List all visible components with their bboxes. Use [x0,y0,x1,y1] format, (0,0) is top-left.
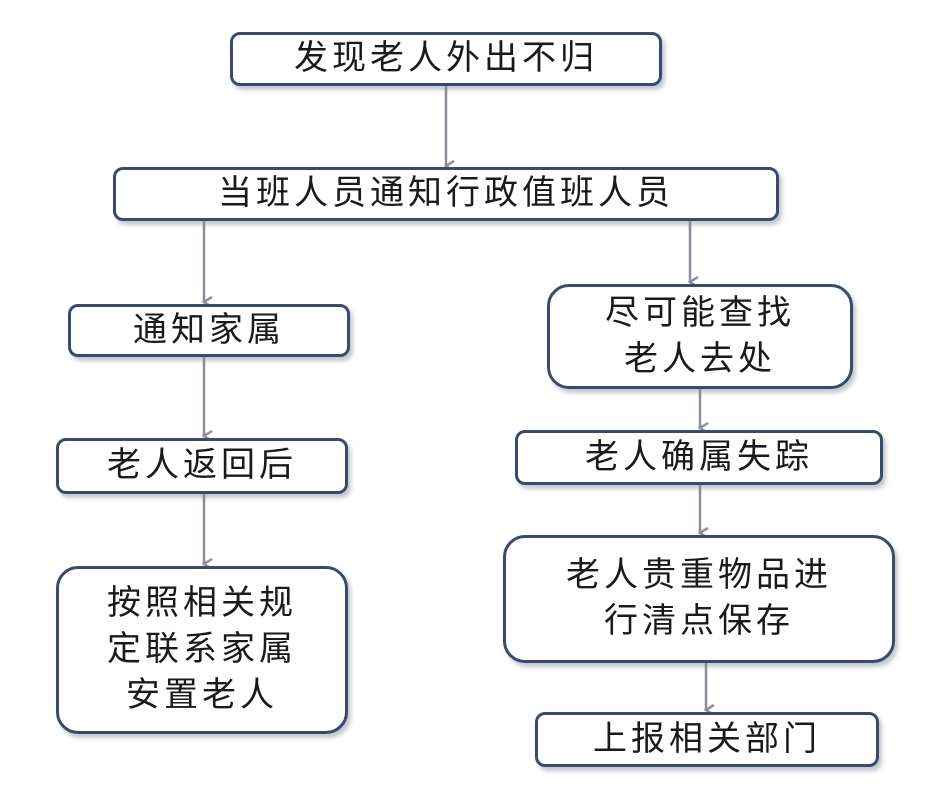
node-contact-family: 按照相关规 定联系家属 安置老人 [56,566,348,734]
node-notify-admin: 当班人员通知行政值班人员 [113,167,779,221]
node-notify-admin-label: 当班人员通知行政值班人员 [218,173,674,214]
node-search: 尽可能查找 老人去处 [547,284,853,389]
node-valuables-label: 老人贵重物品进 行清点保存 [566,555,832,641]
node-returned: 老人返回后 [56,438,348,494]
node-discover-label: 发现老人外出不归 [294,38,598,79]
node-search-label: 尽可能查找 老人去处 [605,292,795,379]
node-missing-label: 老人确属失踪 [585,436,813,477]
node-valuables: 老人贵重物品进 行清点保存 [503,535,895,663]
node-contact-family-label: 按照相关规 定联系家属 安置老人 [107,583,297,715]
node-returned-label: 老人返回后 [107,445,297,486]
node-report: 上报相关部门 [535,712,879,767]
node-notify-family-label: 通知家属 [133,309,285,350]
node-missing: 老人确属失踪 [515,430,883,485]
node-notify-family: 通知家属 [68,304,350,357]
node-discover: 发现老人外出不归 [230,32,662,86]
node-report-label: 上报相关部门 [593,718,821,759]
